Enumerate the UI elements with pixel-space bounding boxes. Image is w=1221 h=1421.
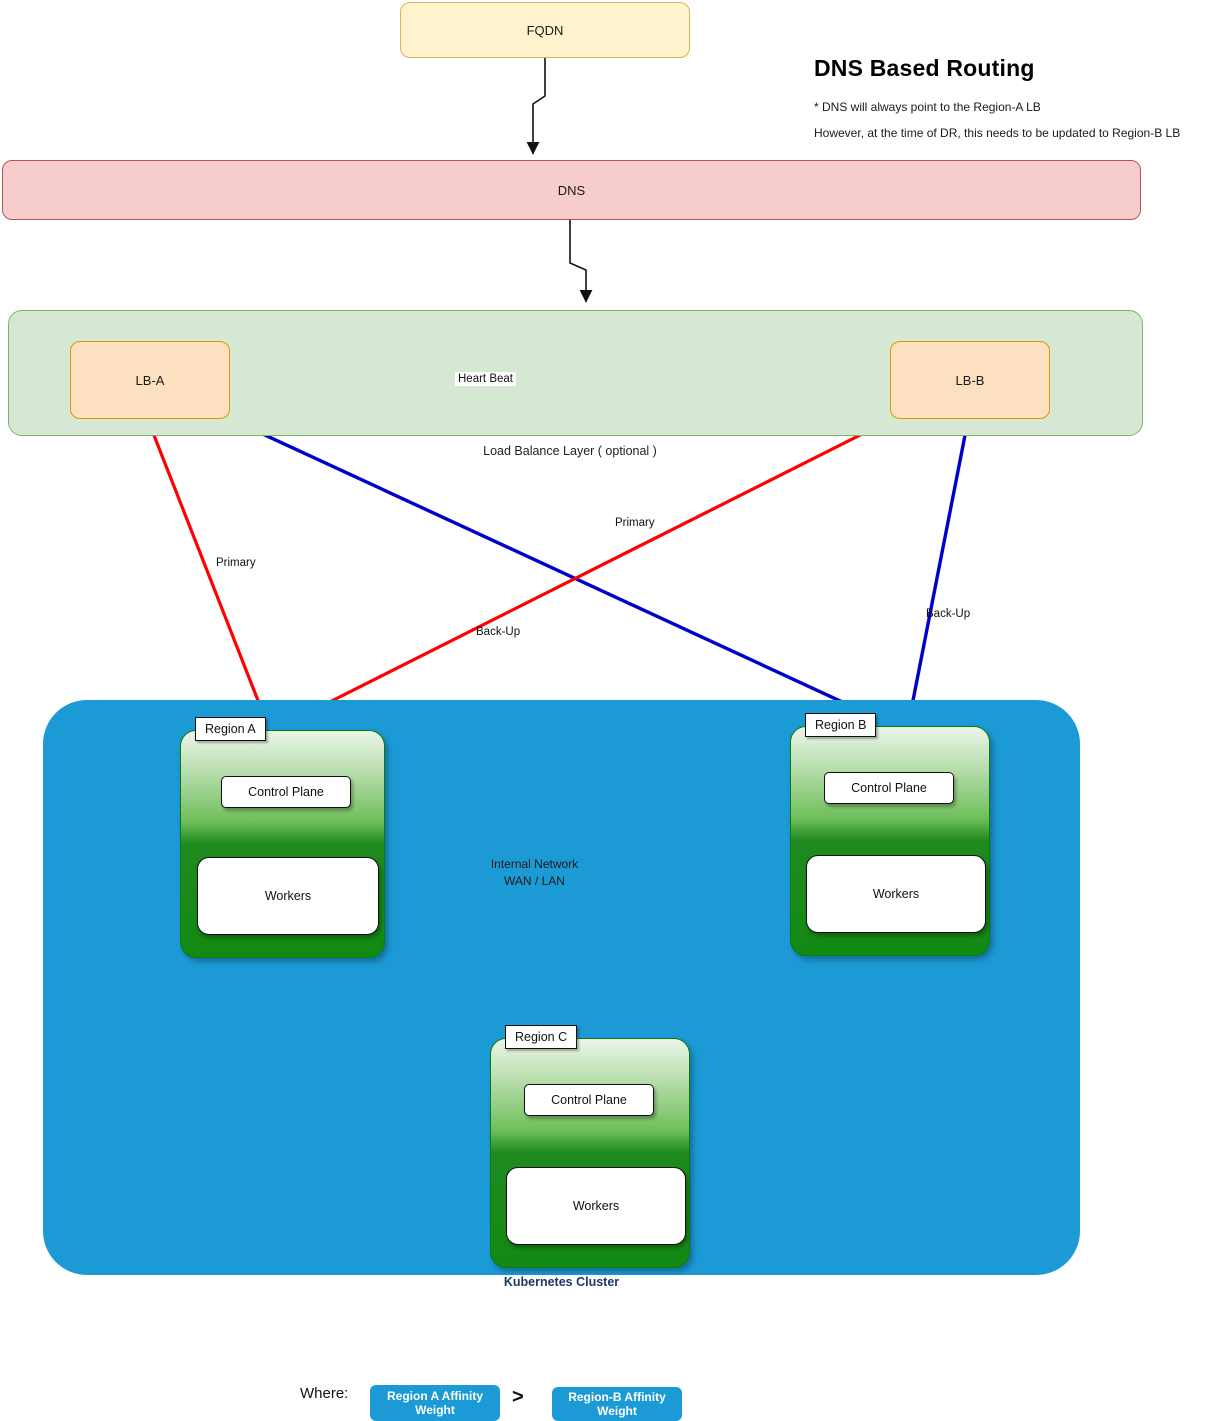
region-b-control-plane[interactable]: Control Plane [824, 772, 954, 804]
legend-operator: > [512, 1386, 524, 1408]
region-b-workers[interactable]: Workers [806, 855, 986, 933]
edge-lba-backup-regionb [227, 416, 908, 734]
region-b-node[interactable]: Region B Control Plane Workers [790, 713, 990, 956]
region-c-workers[interactable]: Workers [506, 1167, 686, 1245]
legend-where-label: Where: [300, 1385, 349, 1402]
legend-badge-region-a: Region A Affinity Weight [370, 1385, 500, 1421]
region-a-control-plane[interactable]: Control Plane [221, 776, 351, 808]
edge-lba-primary-regiona [146, 419, 273, 731]
note-line-1: * DNS will always point to the Region-A … [814, 100, 1041, 114]
load-balance-layer-label: Load Balance Layer ( optional ) [483, 444, 657, 458]
region-a-workers[interactable]: Workers [197, 857, 379, 935]
edge-dns-to-lb-layer [569, 220, 593, 303]
kubernetes-cluster-label: Kubernetes Cluster [503, 1275, 620, 1289]
region-b-tab-label: Region B [805, 713, 877, 737]
legend-badge-region-b: Region-B Affinity Weight [552, 1387, 682, 1421]
page-title: DNS Based Routing [814, 55, 1035, 81]
edge-lbb-primary-regiona [277, 418, 891, 729]
edge-lbb-backup-regionb [899, 419, 970, 732]
region-c-tab-label: Region C [505, 1025, 578, 1049]
region-c-node[interactable]: Region C Control Plane Workers [490, 1025, 690, 1268]
lb-b-node[interactable]: LB-B [890, 341, 1050, 419]
edge-label-primary-left: Primary [216, 557, 256, 569]
edge-label-backup-right: Back-Up [926, 608, 971, 620]
fqdn-node[interactable]: FQDN [400, 2, 690, 58]
heart-beat-label: Heart Beat [455, 372, 516, 386]
lb-a-node[interactable]: LB-A [70, 341, 230, 419]
internal-network-label: Internal Network WAN / LAN [452, 856, 617, 890]
internal-network-line-1: Internal Network [490, 857, 579, 871]
internal-network-line-2: WAN / LAN [504, 874, 565, 888]
edge-label-primary-right: Primary [615, 517, 655, 529]
edge-fqdn-to-dns [526, 58, 546, 155]
region-c-control-plane[interactable]: Control Plane [524, 1084, 654, 1116]
region-a-tab-label: Region A [195, 717, 266, 741]
region-a-node[interactable]: Region A Control Plane Workers [180, 717, 385, 958]
edge-label-backup-center: Back-Up [476, 626, 521, 638]
note-line-2: However, at the time of DR, this needs t… [814, 126, 1181, 140]
dns-node[interactable]: DNS [2, 160, 1141, 220]
